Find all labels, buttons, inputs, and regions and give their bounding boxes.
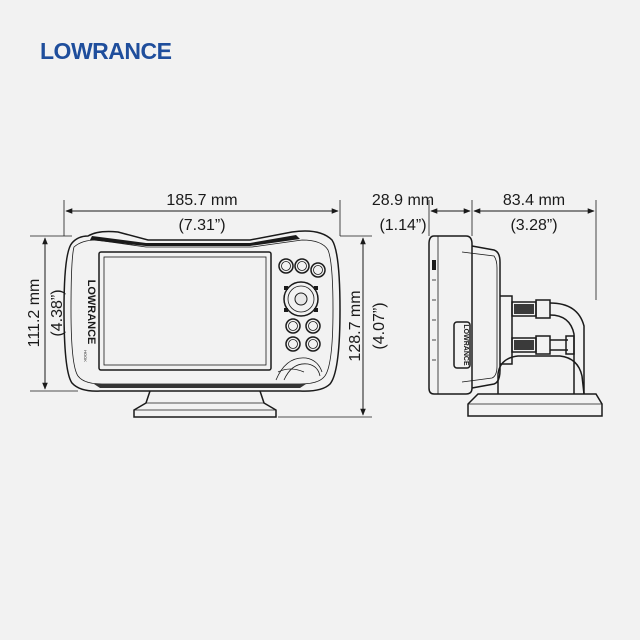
front-stand: [133, 390, 277, 418]
depth-front-in-label: (1.14”): [379, 217, 426, 234]
lowrance-logo: LOWRANCE: [40, 38, 172, 64]
height-unit-in-label: (4.38”): [49, 289, 66, 336]
height-total-mm-label: 128.7 mm: [347, 290, 364, 361]
dimension-lines: [30, 200, 597, 418]
width-in-label: (7.31”): [178, 217, 225, 234]
width-mm-label: 185.7 mm: [166, 192, 237, 209]
height-total-in-label: (4.07”): [371, 302, 388, 349]
height-unit-mm-label: 111.2 mm: [26, 279, 43, 348]
keypad: [275, 258, 326, 381]
model-badge: HOOK: [83, 350, 88, 362]
depth-back-in-label: (3.28”): [510, 217, 557, 234]
side-label: LOWRANCE: [462, 324, 469, 366]
side-view: LOWRANCE: [428, 235, 603, 417]
depth-front-mm-label: 28.9 mm: [372, 192, 434, 209]
front-view: LOWRANCE HOOK: [63, 230, 341, 418]
bezel-label: LOWRANCE: [85, 280, 97, 345]
depth-back-mm-label: 83.4 mm: [503, 192, 565, 209]
